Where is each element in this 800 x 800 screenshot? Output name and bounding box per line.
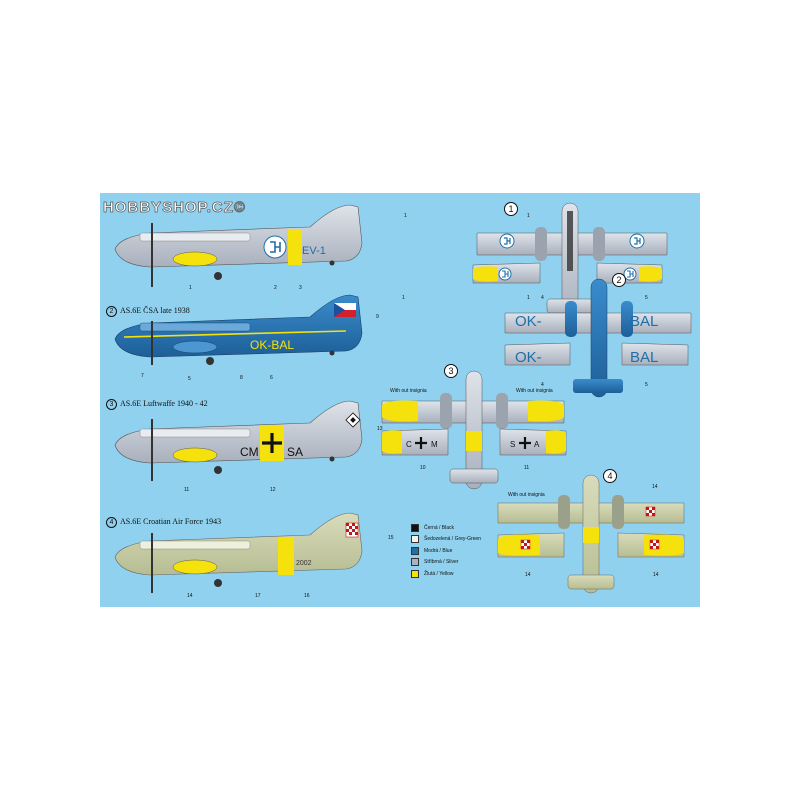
reg-german-wing-c: C bbox=[406, 440, 412, 449]
callout: 1 bbox=[527, 295, 530, 301]
callout: 4 bbox=[541, 295, 544, 301]
reg-german-right: SA bbox=[287, 445, 303, 459]
callout: 2 bbox=[274, 285, 277, 291]
callout: 5 bbox=[645, 295, 648, 301]
plan-view-4 bbox=[497, 474, 685, 594]
scheme-2-badge: 2 bbox=[612, 273, 626, 287]
aircraft-artwork: EV-1 OK-BAL OK- BAL OK- BAL CM SA C M S … bbox=[114, 202, 692, 594]
plan-view-1-under-wings bbox=[472, 262, 663, 284]
reg-czech-side: OK-BAL bbox=[250, 338, 294, 352]
scheme-4-badge: 4 bbox=[603, 469, 617, 483]
callout: 1 bbox=[402, 295, 405, 301]
callout: 5 bbox=[645, 382, 648, 388]
reg-czech-top-right: BAL bbox=[630, 313, 658, 330]
scheme-3-badge: 3 bbox=[444, 364, 458, 378]
swatch-grey-green bbox=[411, 535, 419, 544]
callout: 15 bbox=[388, 535, 394, 541]
plan-view-3-under-wings bbox=[381, 428, 567, 456]
side-view-1 bbox=[114, 204, 363, 287]
side-view-3 bbox=[114, 400, 363, 481]
callout: 7 bbox=[141, 373, 144, 379]
callout: 11 bbox=[184, 487, 190, 493]
watermark-logo: HOBBYSHOP.CZ© bbox=[103, 199, 246, 217]
plan-view-2 bbox=[504, 278, 692, 398]
swatch-black bbox=[411, 523, 419, 532]
callout: 16 bbox=[304, 593, 310, 599]
callout: 3 bbox=[299, 285, 302, 291]
callout: 13 bbox=[377, 426, 383, 432]
swatch-silver bbox=[411, 558, 419, 567]
swatch-yellow bbox=[411, 569, 419, 578]
legend-item: Žlutá / Yellow bbox=[411, 568, 481, 580]
decal-sheet: EV-1 OK-BAL OK- BAL OK- BAL CM SA C M S … bbox=[100, 193, 700, 607]
callout: 14 bbox=[653, 572, 659, 578]
reg-croatian: 2002 bbox=[296, 560, 312, 567]
note-without-insignia-4: With out insignia bbox=[508, 492, 545, 498]
legend-item: Černá / Black bbox=[411, 522, 481, 534]
plan-view-3 bbox=[381, 370, 565, 490]
callout: 1 bbox=[527, 213, 530, 219]
side-view-4 bbox=[114, 512, 363, 593]
legend-item: Stříbrná / Silver bbox=[411, 557, 481, 569]
callout: 6 bbox=[270, 375, 273, 381]
callout: 9 bbox=[376, 314, 379, 320]
legend-item: Modrá / Blue bbox=[411, 545, 481, 557]
scheme-1-badge: 1 bbox=[504, 202, 518, 216]
callout: 12 bbox=[270, 487, 276, 493]
reg-german-wing-s: S bbox=[510, 440, 515, 449]
reg-czech-wing-right: BAL bbox=[630, 349, 658, 366]
callout: 11 bbox=[524, 465, 530, 471]
callout: 8 bbox=[240, 375, 243, 381]
callout: 17 bbox=[255, 593, 261, 599]
callout: 1 bbox=[189, 285, 192, 291]
callout: 5 bbox=[188, 376, 191, 382]
note-without-insignia-left: With out insignia bbox=[390, 388, 427, 394]
legend-item: Šedozelená / Grey-Green bbox=[411, 534, 481, 546]
callout: 14 bbox=[525, 572, 531, 578]
callout: 4 bbox=[541, 382, 544, 388]
reg-finnish: EV-1 bbox=[302, 245, 326, 257]
reg-german-left: CM bbox=[240, 445, 259, 459]
callout: 14 bbox=[187, 593, 193, 599]
plan-view-4-under-wings bbox=[497, 532, 685, 558]
plan-view-2-under-wings bbox=[504, 342, 689, 366]
reg-german-wing-m: M bbox=[431, 440, 438, 449]
reg-czech-wing-left: OK- bbox=[515, 349, 542, 366]
callout: 10 bbox=[420, 465, 426, 471]
callout: 1 bbox=[404, 213, 407, 219]
note-without-insignia-right: With out insignia bbox=[516, 388, 553, 394]
reg-czech-top-left: OK- bbox=[515, 313, 542, 330]
reg-german-wing-a: A bbox=[534, 440, 540, 449]
color-legend: Černá / Black Šedozelená / Grey-Green Mo… bbox=[411, 522, 481, 580]
callout: 14 bbox=[652, 484, 658, 490]
side-view-2 bbox=[114, 294, 363, 365]
plan-view-1 bbox=[476, 202, 668, 322]
swatch-blue bbox=[411, 546, 419, 555]
